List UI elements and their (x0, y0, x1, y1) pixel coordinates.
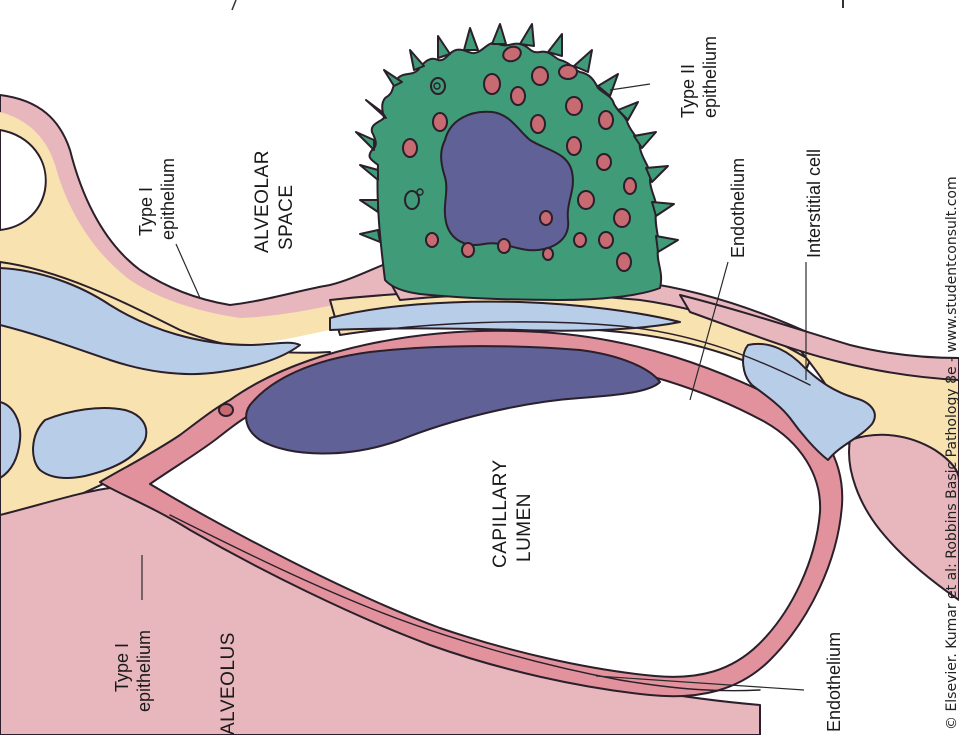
label-type2-line1: Type II (678, 64, 698, 118)
leader-type1-upper (175, 243, 201, 299)
junction-nucleus (218, 403, 234, 417)
type2-pneumocyte (355, 23, 679, 301)
interstitial-space-left-upper (0, 267, 301, 376)
type1-epithelium-lower-right (848, 433, 959, 601)
label-interstitial-cell: Interstitial cell (804, 149, 824, 258)
label-capillary-lumen-line1: CAPILLARY (490, 459, 511, 568)
label-type2-line2: epithelium (700, 36, 720, 118)
label-alveolus: ALVEOLUS (218, 632, 239, 735)
label-type1-lower-line1: Type I (112, 643, 132, 692)
type2-lamellar-bodies (402, 45, 637, 272)
cut-vessel-left (0, 129, 47, 231)
copyright-credit: © Elsevier. Kumar et al: Robbins Basic P… (944, 176, 959, 730)
labels: ALVEOLAR SPACE CAPILLARY LUMEN ALVEOLUS … (112, 36, 959, 735)
label-alveolar-space-line2: SPACE (276, 184, 297, 250)
label-capillary-lumen-line2: LUMEN (514, 493, 535, 562)
interstitial-space-left-edge (0, 401, 22, 479)
top-edge-mark (231, 0, 237, 11)
interstitial-cell (742, 342, 876, 461)
basement-membrane-lower (169, 514, 761, 692)
label-type1-lower-line2: epithelium (134, 630, 154, 712)
label-endothelium-upper: Endothelium (728, 158, 748, 258)
tissue-layers (0, 94, 959, 735)
type2-microvilli (355, 23, 679, 253)
interstitial-space-left-lower (32, 407, 148, 479)
endothelial-nucleus (245, 345, 661, 455)
leader-endothelium-lower (595, 675, 805, 691)
label-type1-upper-line2: epithelium (158, 158, 178, 240)
leader-type2 (609, 83, 651, 91)
basement-membrane-upper (339, 321, 811, 386)
leader-lines (141, 83, 807, 691)
label-endothelium-lower: Endothelium (824, 632, 844, 732)
leader-endothelium-upper (689, 261, 729, 401)
label-type1-upper-line1: Type I (136, 187, 156, 236)
label-alveolar-space-line1: ALVEOLAR (252, 150, 273, 253)
interstitium-upper (0, 112, 395, 347)
type1-epithelium-right (679, 294, 959, 381)
